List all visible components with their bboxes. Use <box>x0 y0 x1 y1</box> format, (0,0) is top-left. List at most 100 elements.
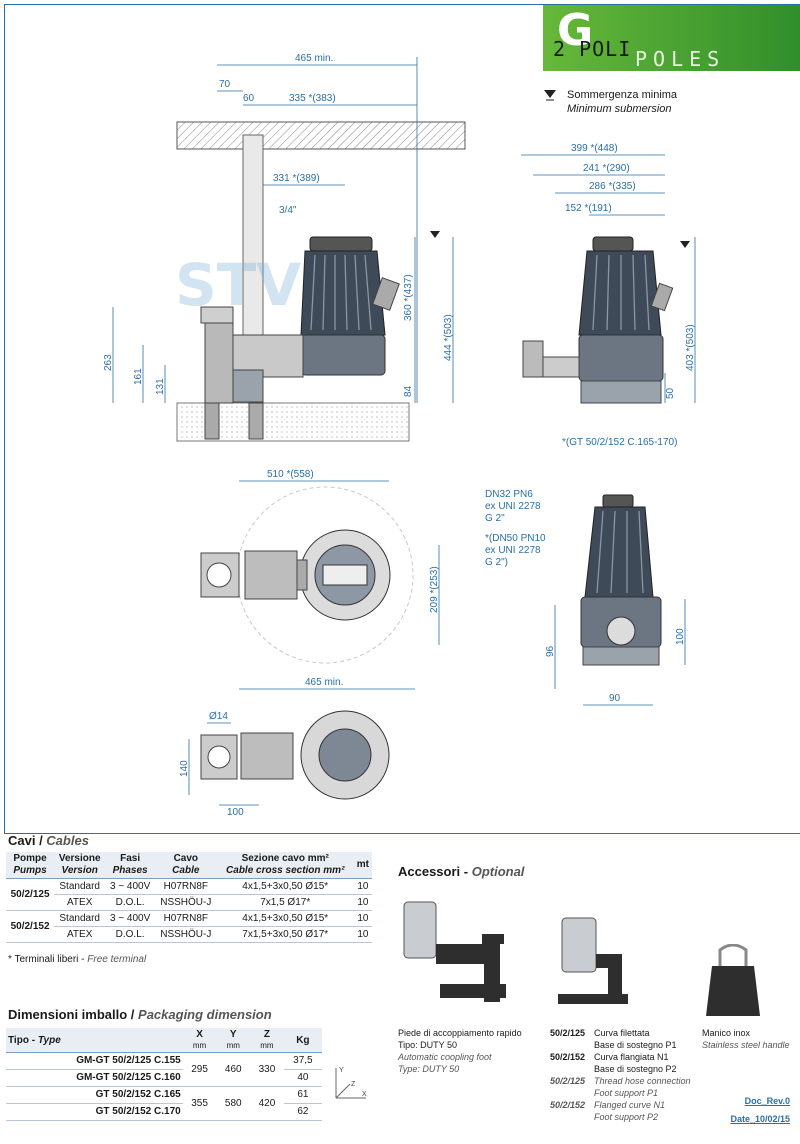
dn-line-6: G 2") <box>485 557 508 568</box>
cell-phase: 3 ~ 400V <box>105 910 155 927</box>
legend-en: Minimum submersion <box>567 103 672 115</box>
cell-cable: H07RN8F <box>154 878 217 895</box>
technical-drawing: STV <box>4 4 800 834</box>
curve-code-4-text: 50/2/152 <box>550 1100 586 1110</box>
dn-line-2: ex UNI 2278 <box>485 501 541 512</box>
cell-phase: D.O.L. <box>105 894 155 911</box>
dim-140: 140 <box>179 760 190 777</box>
table-row: ATEX D.O.L. NSSHÖU-J 7x1,5+3x0,50 Ø17* 1… <box>6 926 372 943</box>
curve-code-1: 50/2/125 <box>550 1028 586 1038</box>
cell-cable: NSSHÖU-J <box>154 926 217 943</box>
cables-title-en: Cables <box>46 833 89 848</box>
curve-it-1b: Base di sostegno P1 <box>594 1040 677 1050</box>
foot-line-3-text: Automatic coopling foot <box>398 1052 492 1062</box>
cell-mt: 10 <box>353 894 372 911</box>
col-kg: Kg <box>283 1028 322 1053</box>
cell-z: 420 <box>250 1086 284 1121</box>
doc-revision: Doc_Rev.0 <box>744 1096 790 1106</box>
cell-mt: 10 <box>353 878 372 895</box>
dim-241: 241 *(290) <box>583 163 630 174</box>
cell-mt: 10 <box>353 910 372 927</box>
table-row: ATEX D.O.L. NSSHÖU-J 7x1,5 Ø17* 10 <box>6 894 372 911</box>
curve-en-1b-text: Foot support P1 <box>594 1088 659 1098</box>
watermark: STV <box>175 251 301 319</box>
dn-line-5: ex UNI 2278 <box>485 545 541 556</box>
dim-263: 263 <box>103 354 114 371</box>
cell-version: Standard <box>54 910 106 927</box>
pump-top-small-view <box>200 710 390 800</box>
curve-en-1b: Foot support P1 <box>594 1088 658 1099</box>
dim-399: 399 *(448) <box>571 143 618 154</box>
cell-x: 295 <box>182 1052 217 1087</box>
table-row: GT 50/2/152 C.170 62 <box>6 1103 322 1121</box>
cell-z: 330 <box>250 1052 284 1087</box>
logo: G 2 POLI POLES <box>543 5 800 71</box>
dim-286: 286 *(335) <box>589 181 636 192</box>
cell-phase: D.O.L. <box>105 926 155 943</box>
dim-90: 90 <box>609 693 621 704</box>
logo-g: G <box>557 5 593 56</box>
logo-2poli: 2 POLI <box>553 37 632 61</box>
axis-z-label: Z <box>351 1081 356 1088</box>
footnote-it: * Terminali liberi - <box>8 954 88 965</box>
dim-161: 161 <box>133 368 144 385</box>
foot-line-4: Type: DUTY 50 <box>398 1064 459 1075</box>
curve-support-image <box>558 917 628 1004</box>
cell-type: GM-GT 50/2/125 C.160 <box>6 1069 183 1087</box>
curve-en-2a-text: Flanged curve N1 <box>594 1100 666 1110</box>
cell-cable: H07RN8F <box>154 910 217 927</box>
dim-100-horizontal: 100 <box>227 807 244 818</box>
cell-type: GT 50/2/152 C.170 <box>6 1103 183 1121</box>
packaging-title-en: Packaging dimension <box>138 1007 272 1022</box>
col-type: Tipo - Type <box>6 1028 183 1053</box>
dim-465-bottom: 465 min. <box>305 677 343 688</box>
dn-line-3: G 2" <box>485 513 505 524</box>
drawing-canvas: STV <box>103 53 696 818</box>
dn-line-4: *(DN50 PN10 <box>485 533 546 544</box>
accessories-title-en: Optional <box>471 864 525 879</box>
pump-front-view <box>522 236 674 404</box>
cables-title: Cavi / Cables <box>8 833 89 848</box>
dn-line-1: DN32 PN6 <box>485 489 533 500</box>
handle-en-text: Stainless steel handle <box>702 1040 790 1050</box>
cell-type: GT 50/2/152 C.165 <box>6 1086 183 1104</box>
accessories-title: Accessori - Optional <box>398 864 524 879</box>
pump-rear-view <box>580 494 662 666</box>
cell-cable: NSSHÖU-J <box>154 894 217 911</box>
col-mt: mt <box>353 852 372 879</box>
doc-date: Date_10/02/15 <box>730 1114 790 1124</box>
cell-kg: 62 <box>283 1103 322 1121</box>
dim-403: 403 *(503) <box>685 324 696 371</box>
axis-y-label: Y <box>339 1067 344 1074</box>
cell-pump: 50/2/125 <box>6 878 55 911</box>
cell-y: 580 <box>216 1086 251 1121</box>
table-row: GM-GT 50/2/125 C.155 295 460 330 37,5 <box>6 1052 322 1087</box>
submersion-marker-icon <box>680 241 690 248</box>
table-row: 50/2/152 Standard 3 ~ 400V H07RN8F 4x1,5… <box>6 910 372 943</box>
dim-152: 152 *(191) <box>565 203 612 214</box>
packaging-title-it: Dimensioni imballo / <box>8 1007 139 1022</box>
foot-line-3: Automatic coopling foot <box>398 1052 492 1063</box>
dim-465-top: 465 min. <box>295 53 333 64</box>
dim-70: 70 <box>219 79 231 90</box>
dim-360: 360 *(437) <box>403 274 414 321</box>
pump-plan-view <box>200 486 414 664</box>
pump-side-view <box>200 236 400 440</box>
axis-x-label: X <box>362 1091 367 1098</box>
stainless-handle-image <box>706 944 760 1016</box>
note-gt: *(GT 50/2/152 C.165-170) <box>562 437 678 448</box>
dim-96: 96 <box>545 645 556 657</box>
curve-en-2b: Foot support P2 <box>594 1112 658 1123</box>
cell-version: ATEX <box>54 894 106 911</box>
packaging-title: Dimensioni imballo / Packaging dimension <box>8 1007 272 1022</box>
cables-footnote: * Terminali liberi - Free terminal <box>8 954 146 965</box>
curve-code-2: 50/2/152 <box>550 1052 586 1062</box>
